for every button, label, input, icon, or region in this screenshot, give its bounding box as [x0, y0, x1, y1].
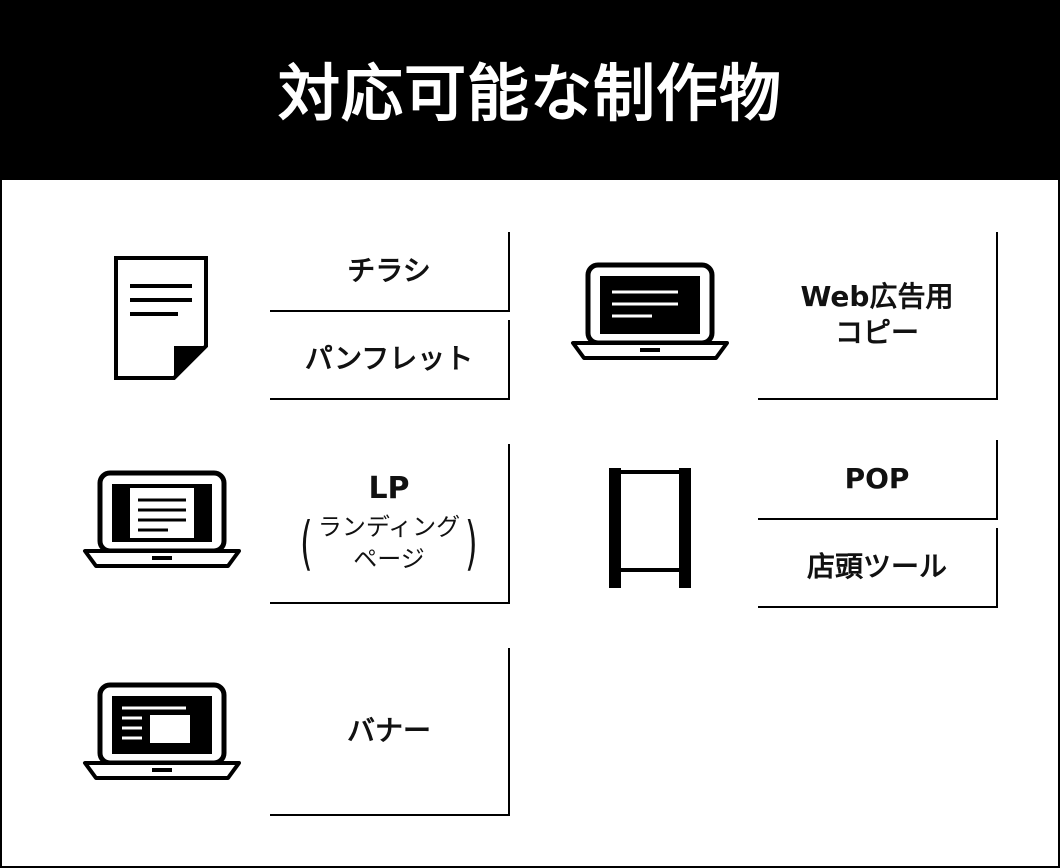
item-lp-subtitle-line1: ランディング — [317, 513, 461, 541]
item-pop-label: POP — [844, 462, 910, 495]
laptop-page-icon — [83, 470, 241, 568]
document-icon — [114, 256, 208, 380]
signboard-stand-icon — [609, 468, 691, 588]
close-paren: ) — [465, 509, 478, 577]
item-lp: LP ( ランディング ページ ) — [270, 444, 510, 604]
item-banner-label: バナー — [346, 714, 431, 747]
laptop-banner-icon — [83, 682, 241, 780]
open-paren: ( — [300, 509, 313, 577]
item-pamphlet-label: パンフレット — [304, 342, 474, 375]
laptop-text-icon — [571, 262, 729, 360]
content-panel — [0, 180, 1060, 868]
item-flyer-label: チラシ — [347, 254, 431, 287]
item-lp-content: LP ( ランディング ページ ) — [295, 471, 483, 575]
page-title: 対応可能な制作物 — [277, 57, 782, 130]
item-banner: バナー — [270, 648, 510, 816]
item-web-ad-copy-line1: Web広告用 — [800, 280, 954, 313]
header-bar: 対応可能な制作物 — [0, 0, 1060, 180]
item-pamphlet: パンフレット — [270, 320, 510, 400]
item-lp-subtitle: ( ランディング ページ ) — [295, 511, 483, 575]
item-web-ad-copy-line2: コピー — [834, 316, 919, 349]
item-store-tool: 店頭ツール — [758, 528, 998, 608]
item-lp-subtitle-line2: ページ — [353, 545, 425, 573]
item-store-tool-label: 店頭ツール — [806, 550, 947, 583]
item-lp-label: LP — [368, 471, 410, 506]
item-pop: POP — [758, 440, 998, 520]
item-flyer: チラシ — [270, 232, 510, 312]
item-lp-subtitle-text: ランディング ページ — [318, 511, 460, 575]
item-web-ad-copy: Web広告用 コピー — [758, 232, 998, 400]
